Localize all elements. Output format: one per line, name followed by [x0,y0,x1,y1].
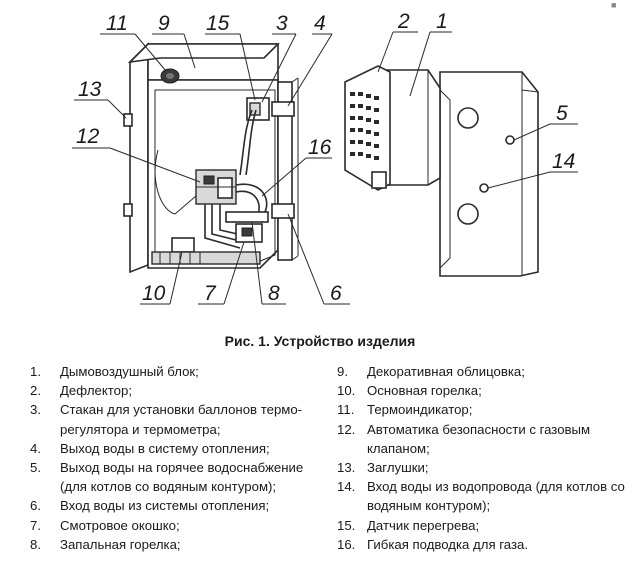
legend-item-number: 3. [30,402,41,418]
callout-12: 12 [76,125,100,148]
legend-item-text: Термоиндикатор; [367,402,473,418]
legend-item: 11. Термоиндикатор; [337,400,637,419]
legend-item: 10. Основная горелка; [337,381,637,400]
legend-item: 4. Выход воды в систему отопления; [30,439,330,458]
callout-14: 14 [552,150,575,173]
legend-item-number: 15. [337,517,356,533]
legend-item: 6. Вход воды из системы отопления; [30,496,330,515]
callout-1: 1 [436,10,448,33]
legend-item-number: 6. [30,498,41,514]
boiler-front-view [123,42,299,274]
legend-item-text: Основная горелка; [367,383,482,399]
legend-item: 15. Датчик перегрева; [337,516,637,535]
legend-item: 16. Гибкая подводка для газа. [337,535,637,554]
legend-item-number: 5. [30,460,41,476]
legend-item-text: Выход воды в систему отопления; [60,440,270,456]
legend-item-text: Автоматика безопасности с газовым клапан… [367,421,591,456]
legend-item-number: 10. [337,383,356,399]
legend-left-column: 1. Дымовоздушный блок; 2. Дефлектор; 3. Ста… [30,362,330,554]
legend-item: 12. Автоматика безопасности с газовым кла… [337,420,637,458]
legend-item-number: 12. [337,421,356,437]
callout-13: 13 [78,78,102,101]
legend-item-text: Декоративная облицовка; [367,364,525,379]
legend-item-text: Выход воды на горячее водоснабжение (для… [60,460,304,495]
legend-item-text: Заглушки; [367,460,429,476]
legend-item: 3. Стакан для установки баллонов термо-ре… [30,400,330,438]
legend-item-number: 16. [337,536,356,552]
legend-item-text: Дефлектор; [60,383,132,399]
callout-5: 5 [556,102,568,125]
legend-item: 14. Вход воды из водопровода (для котлов … [337,477,637,515]
legend-item: 9. Декоративная облицовка; [337,362,637,381]
corner-mark: ■ [611,0,617,10]
legend-item-text: Вход воды из водопровода (для котлов со … [367,479,625,514]
callout-7: 7 [204,282,217,305]
legend-item-text: Стакан для установки баллонов термо-регу… [60,402,303,437]
figure-caption: Рис. 1. Устройство изделия [224,333,416,349]
legend-item-number: 4. [30,440,41,456]
boiler-diagram: 11 9 15 3 4 13 12 16 10 7 8 6 2 1 5 14 [72,10,578,305]
callout-9: 9 [158,12,170,35]
legend-item-text: Запальная горелка; [60,536,181,552]
legend-item-text: Вход воды из системы отопления; [60,498,270,514]
legend-right-column: 9. Декоративная облицовка; 10. Основная го… [337,362,637,554]
callout-16: 16 [308,136,332,159]
legend-item-text: Гибкая подводка для газа. [367,536,528,552]
legend-item-number: 7. [30,517,41,533]
callout-2: 2 [397,10,410,33]
callout-8: 8 [268,282,280,305]
callout-11: 11 [106,12,128,35]
leader-lines [72,31,578,305]
legend-item: 5. Выход воды на горячее водоснабжение (д… [30,458,330,496]
callout-10: 10 [142,282,166,305]
callout-4: 4 [314,12,326,35]
boiler-side-view [344,65,539,277]
legend-item-number: 8. [30,536,41,552]
legend-item: 13. Заглушки; [337,458,637,477]
callout-3: 3 [276,12,288,35]
legend-item-number: 9. [337,364,348,379]
legend-item-text: Датчик перегрева; [367,517,480,533]
legend-item-text: Дымовоздушный блок; [60,364,199,379]
legend-item-number: 2. [30,383,41,399]
legend-item: 8. Запальная горелка; [30,535,330,554]
legend-item: 7. Смотровое окошко; [30,516,330,535]
callout-6: 6 [330,282,342,305]
legend-item-number: 11. [337,402,355,418]
legend-item-number: 1. [30,364,41,379]
legend-item-number: 13. [337,460,356,476]
legend-item: 1. Дымовоздушный блок; [30,362,330,381]
callout-15: 15 [206,12,230,35]
legend-item-text: Смотровое окошко; [60,517,180,533]
legend-item: 2. Дефлектор; [30,381,330,400]
legend-item-number: 14. [337,479,356,495]
